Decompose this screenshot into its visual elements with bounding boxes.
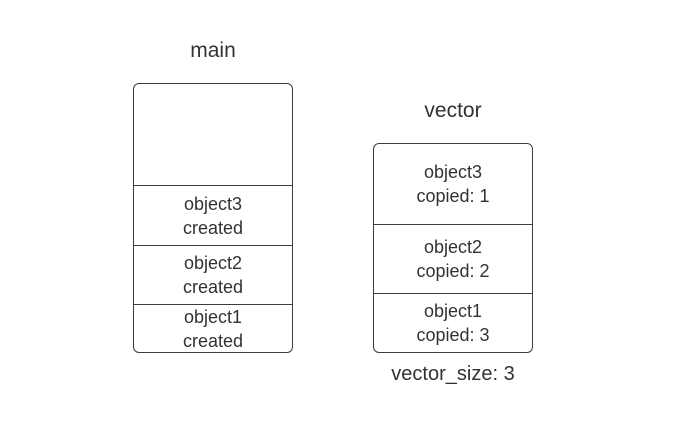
vector-stack: object3 copied: 1 object2 copied: 2 obje… [373, 143, 533, 353]
vector-item-object3: object3 copied: 1 [374, 144, 532, 224]
vector-item-status: copied: 1 [416, 186, 490, 206]
main-item-status: created [182, 330, 244, 351]
main-item-name: object1 [183, 306, 243, 327]
vector-item-name: object1 [423, 301, 483, 321]
main-item-name: object3 [183, 193, 243, 214]
vector-title: vector [424, 99, 482, 122]
vector-item-name: object3 [423, 162, 483, 182]
main-item-object1: object1 created [134, 304, 292, 352]
main-item-status: created [182, 217, 244, 238]
vector-item-status: copied: 2 [416, 261, 490, 281]
vector-item-object1: object1 copied: 3 [374, 293, 532, 352]
main-item-object3: object3 created [134, 185, 292, 245]
main-item-status: created [182, 277, 244, 297]
main-title: main [190, 39, 236, 62]
vector-size-label: vector_size: 3 [391, 363, 515, 385]
main-item-object2: object2 created [134, 245, 292, 304]
vector-item-name: object2 [423, 237, 483, 257]
main-item-name: object2 [183, 253, 243, 273]
main-empty-space [134, 84, 292, 185]
vector-item-status: copied: 3 [416, 325, 490, 345]
main-stack: object3 created object2 created object1 … [133, 83, 293, 353]
vector-item-object2: object2 copied: 2 [374, 224, 532, 293]
